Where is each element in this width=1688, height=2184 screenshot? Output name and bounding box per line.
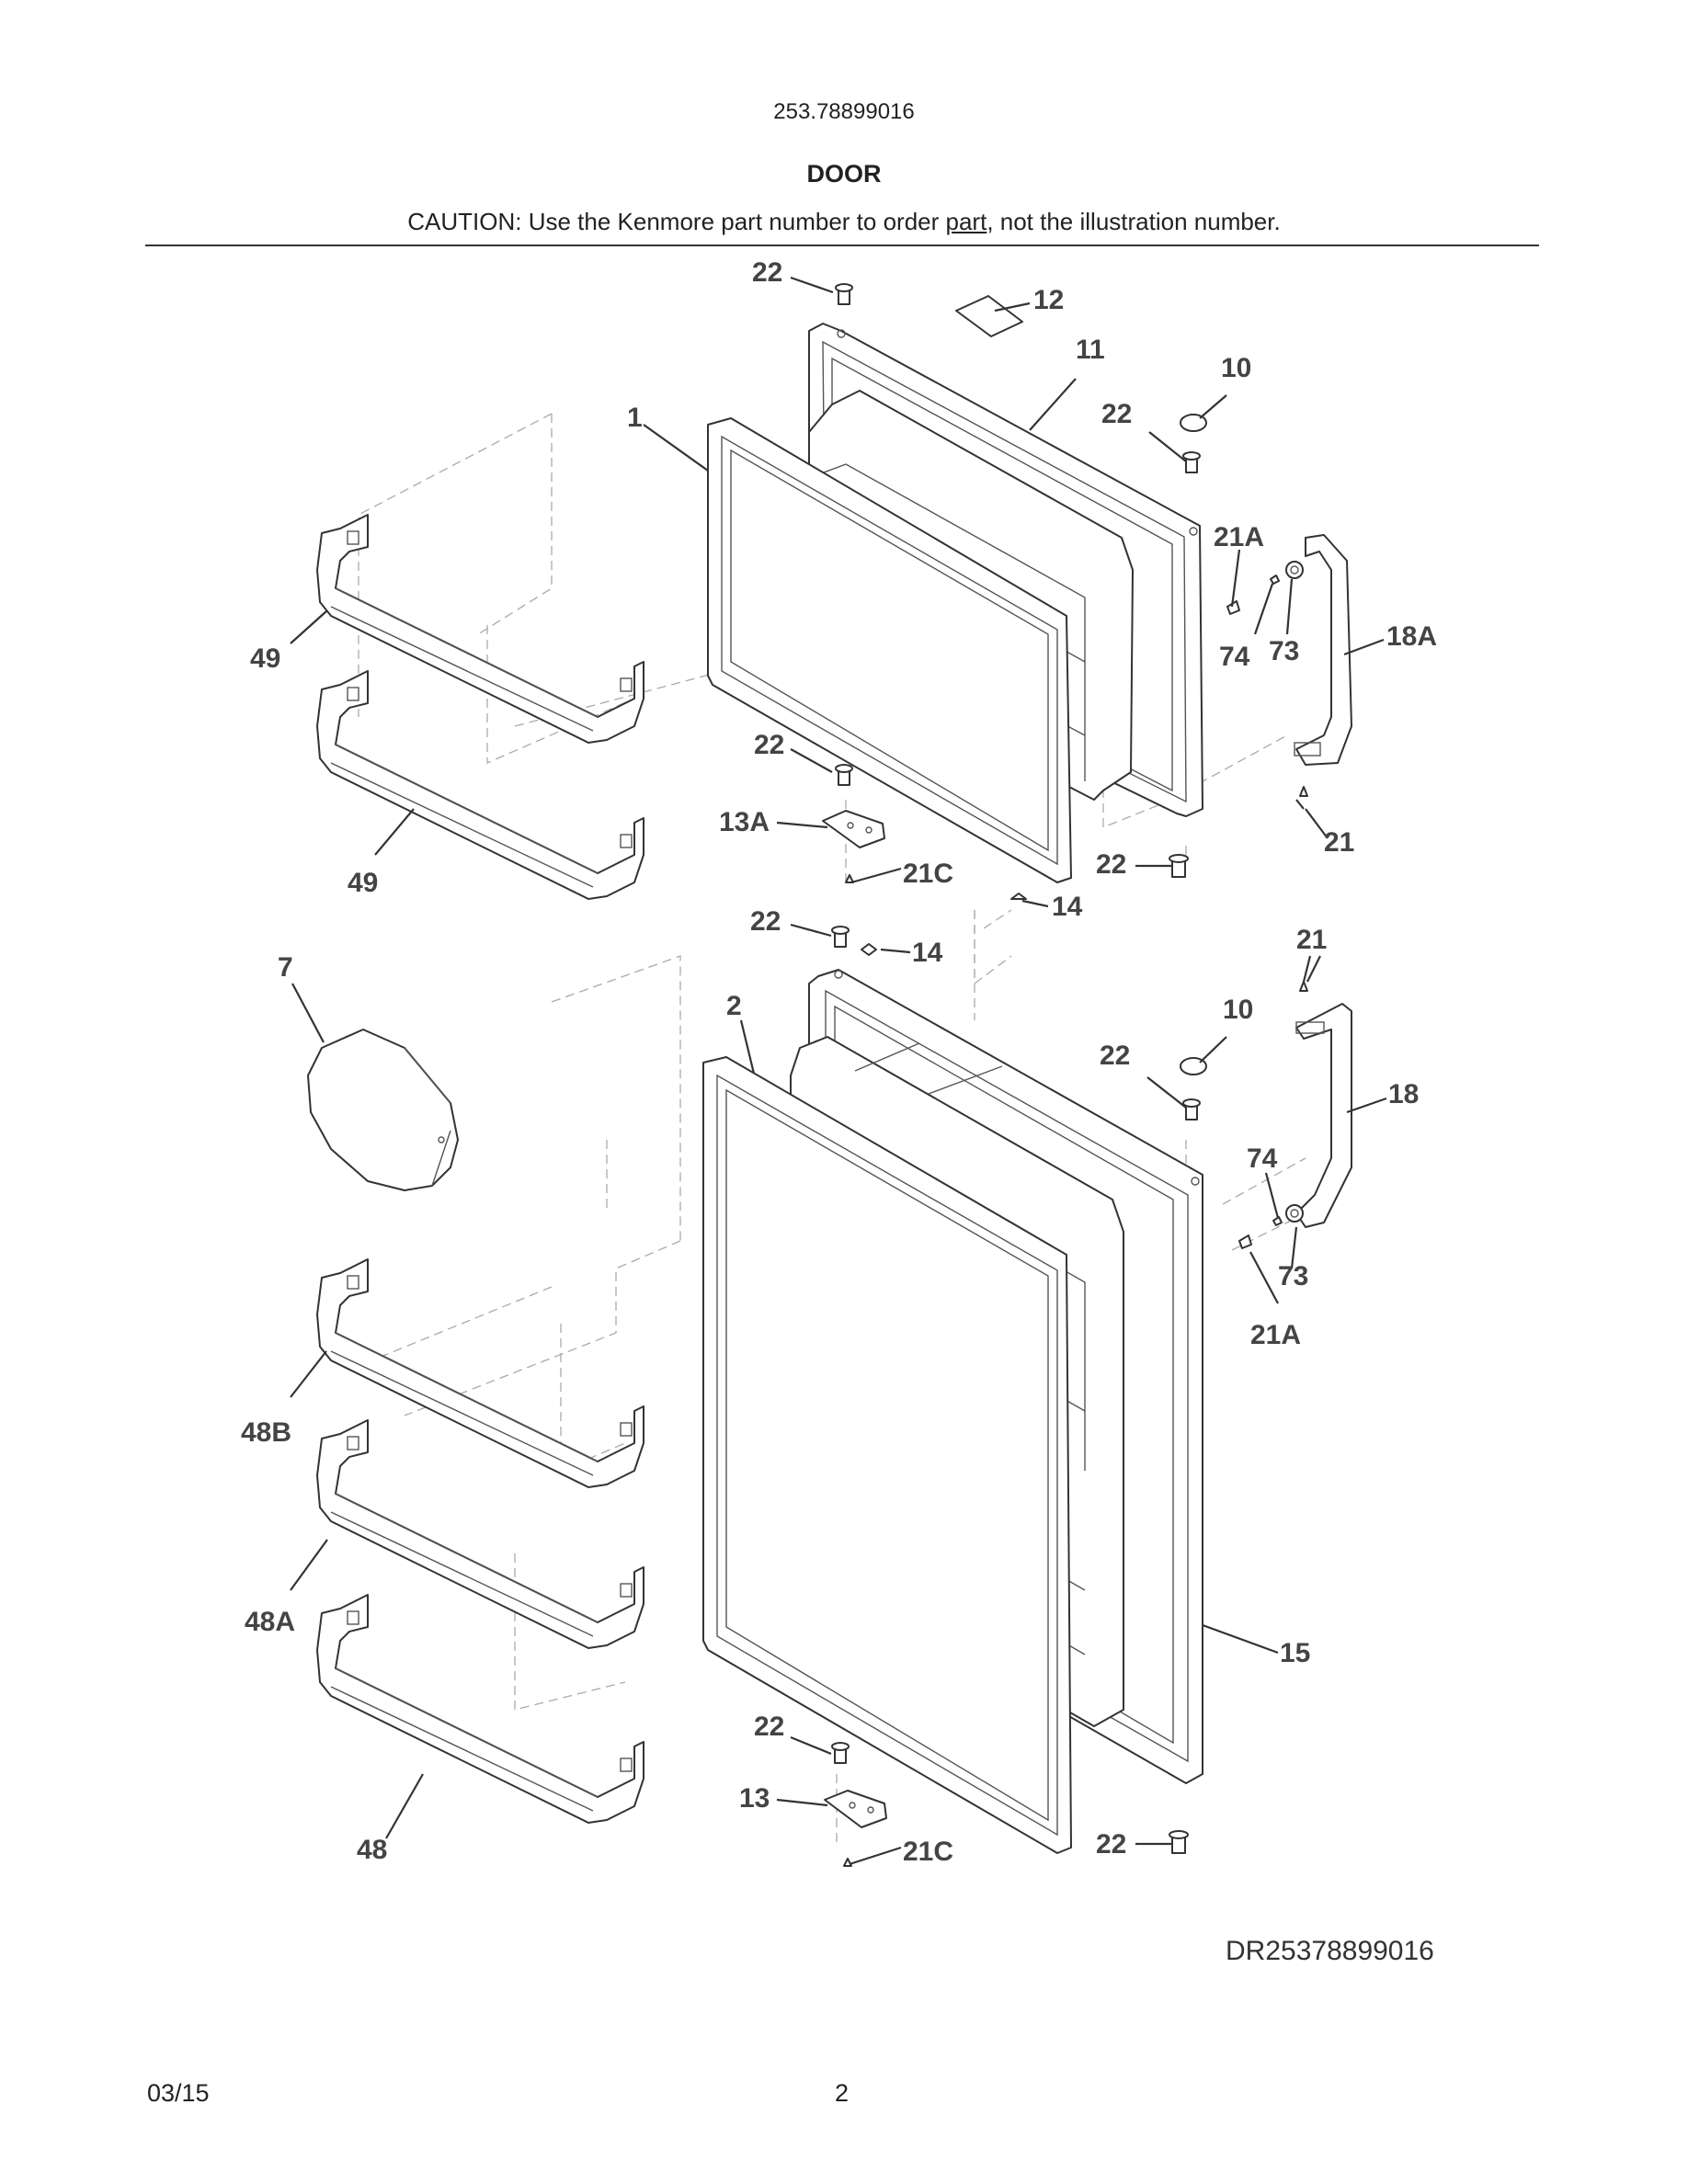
screw-21C-top [845,874,854,883]
callout-7: 7 [278,952,293,983]
callout-11: 11 [1076,335,1105,365]
screw-22-bottom-right [1169,1830,1189,1854]
screw-74-top [1270,574,1280,585]
plug-21A-top [1226,600,1240,615]
header-divider [145,245,1539,246]
hinge-screw-73-lower [1285,1204,1304,1223]
callout-74-lower: 74 [1247,1143,1278,1174]
plug-14-left [861,943,877,956]
callout-22-lower-hinge: 22 [1100,1041,1130,1071]
callout-14-left: 14 [912,938,943,968]
callout-48B: 48B [241,1417,291,1448]
callout-22-right-mid: 22 [1096,849,1126,880]
cap-10-top [1180,414,1207,432]
leader-lines [290,276,1387,1866]
callout-12: 12 [1033,285,1064,315]
screw-22-center [831,926,850,948]
callout-18A: 18A [1386,621,1437,652]
callout-21-top: 21 [1324,827,1354,858]
handle-18 [1295,1003,1352,1228]
shelf-bin-49-lower [316,670,644,900]
callout-15: 15 [1280,1638,1310,1668]
callout-49-upper: 49 [250,643,280,674]
callout-74-top: 74 [1219,642,1250,672]
diagram-code: DR25378899016 [1226,1936,1434,1966]
nameplate-12 [955,295,1023,337]
screw-21-lower [1299,981,1308,992]
callout-18: 18 [1388,1079,1419,1109]
callout-22-bottom: 22 [754,1712,784,1742]
callout-73-lower: 73 [1278,1261,1308,1291]
shelf-bin-48B [316,1258,644,1488]
screw-22-upper-hinge [1182,451,1201,473]
screw-74-lower [1272,1216,1283,1226]
screw-22-mid [835,764,853,786]
shelf-bin-49-upper [316,514,644,744]
callout-1: 1 [627,403,643,433]
callout-2: 2 [726,991,742,1021]
handle-18A [1294,534,1352,766]
callout-14-right: 14 [1052,892,1083,922]
fresh-food-gasket-2 [702,1056,1072,1854]
callout-49-lower: 49 [348,868,378,898]
callout-48: 48 [357,1835,387,1865]
caution-suffix: , not the illustration number. [987,208,1281,235]
screw-22-top [835,283,853,305]
callout-21C-top: 21C [903,859,953,889]
caution-part-link[interactable]: part [945,208,987,235]
callout-73-top: 73 [1269,636,1299,666]
screw-22-right-mid [1169,854,1189,878]
footer-date: 03/15 [147,2079,210,2107]
callout-13: 13 [739,1783,770,1814]
callout-21-lower: 21 [1296,925,1327,955]
footer-page-number: 2 [835,2079,850,2107]
screw-22-lower-hinge [1182,1098,1201,1120]
dairy-cover-7 [307,1029,459,1191]
callout-22-upper-hinge: 22 [1101,399,1132,429]
callout-22-top: 22 [752,257,782,288]
shelf-bin-48 [316,1594,644,1824]
callout-22-center: 22 [750,906,781,937]
caution-note: CAUTION: Use the Kenmore part number to … [0,208,1688,236]
callout-21C-bottom: 21C [903,1837,953,1867]
plug-21A-lower [1238,1234,1252,1249]
callout-10-lower: 10 [1223,995,1253,1025]
callout-labels: 22 12 11 10 22 1 21A 18A 74 73 49 49 22 … [241,257,1437,1867]
callout-48A: 48A [245,1607,295,1637]
caution-prefix: CAUTION: Use the Kenmore part number to … [407,208,946,235]
section-title: DOOR [806,160,882,188]
plug-14-right [1010,893,1027,900]
callout-22-bottom-right: 22 [1096,1829,1126,1860]
screw-21-top [1299,786,1308,797]
freezer-gasket-1 [707,417,1072,883]
screw-22-bottom [831,1742,850,1764]
callout-21A-lower: 21A [1250,1320,1301,1350]
shelf-bin-48A [316,1419,644,1649]
hinge-screw-73-top [1285,561,1304,579]
model-number: 253.78899016 [773,99,915,124]
hinge-plate-13A [822,810,885,848]
hinge-plate-13 [824,1790,887,1828]
callout-21A-top: 21A [1214,522,1264,552]
callout-13A: 13A [719,807,770,837]
callout-22-mid: 22 [754,730,784,760]
callout-10-top: 10 [1221,353,1251,383]
